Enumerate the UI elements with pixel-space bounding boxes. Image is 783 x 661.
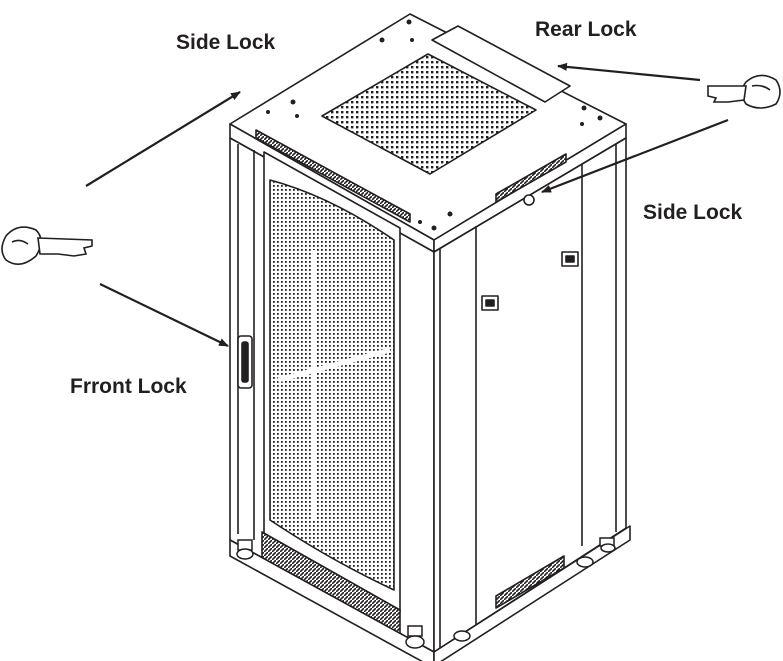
- front-lock-label: Frront Lock: [70, 375, 187, 398]
- caster-rear-mid: [576, 556, 594, 568]
- arrow-side-lock-top: [85, 91, 241, 187]
- top-vent-mesh: [321, 53, 537, 175]
- caster-front-right: [405, 625, 425, 649]
- rack-cabinet: [229, 13, 631, 661]
- side-lock-label-top: Side Lock: [176, 31, 276, 54]
- rack-casters: [236, 537, 616, 649]
- side-lock-label-right: Side Lock: [643, 201, 743, 224]
- caster-rear-left: [453, 630, 471, 642]
- caster-rear-right: [599, 537, 616, 553]
- rear-plate: [431, 25, 571, 103]
- key-icon: [1, 226, 93, 265]
- rear-lock-label: Rear Lock: [535, 18, 637, 41]
- arrow-side-lock-right: [541, 118, 729, 194]
- caster-front-left: [236, 539, 254, 560]
- key-icon: [707, 74, 781, 109]
- lock-arrows: [85, 62, 729, 347]
- arrow-rear-lock: [557, 62, 701, 82]
- side-lock-keyhole[interactable]: [523, 194, 535, 206]
- arrow-front-lock: [99, 283, 229, 347]
- front-door-mesh: [269, 179, 395, 591]
